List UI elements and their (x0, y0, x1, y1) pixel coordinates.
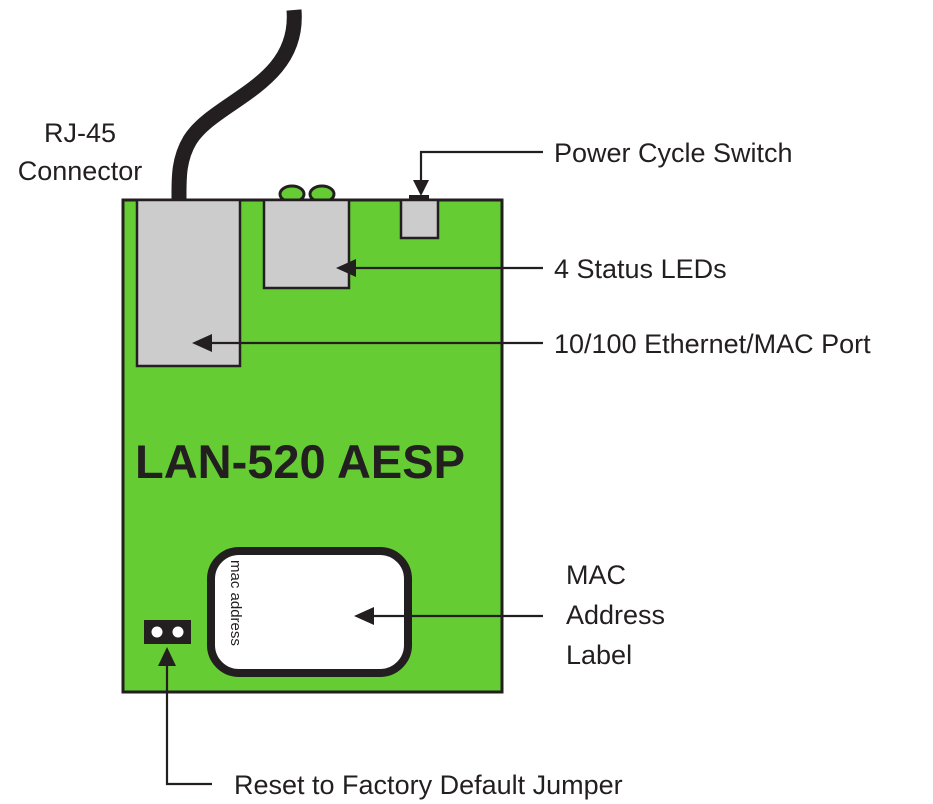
arrow-down-icon (413, 180, 429, 196)
ethernet-port-leader (192, 334, 543, 352)
reset-jumper-callout: Reset to Factory Default Jumper (234, 770, 623, 800)
status-led-housing (262, 198, 351, 290)
power-switch-leader (413, 150, 543, 196)
mac-label-leader (354, 607, 543, 625)
arrow-left-icon (354, 607, 374, 625)
reset-jumper (144, 620, 191, 644)
ethernet-port (135, 198, 242, 368)
board-title: LAN-520 AESP (135, 435, 465, 488)
arrow-left-icon (192, 334, 212, 352)
reset-jumper-leader (158, 647, 212, 786)
status-leds-leader (336, 259, 543, 277)
ethernet-port-callout: 10/100 Ethernet/MAC Port (554, 329, 871, 359)
mac-address-label-text: mac address (227, 560, 244, 646)
arrow-left-icon (336, 259, 356, 277)
power-switch (399, 198, 440, 240)
jumper-pin-icon (172, 626, 184, 638)
rj45-callout-line1: RJ-45 (44, 118, 116, 148)
status-led-icons (278, 184, 336, 204)
arrow-up-icon (158, 647, 176, 666)
mac-label-callout-line3: Label (566, 640, 632, 670)
rj45-callout-line2: Connector (18, 156, 143, 186)
jumper-pin-icon (151, 626, 163, 638)
power-switch-callout: Power Cycle Switch (554, 138, 793, 168)
mac-label-callout-line2: Address (566, 600, 665, 630)
rj45-cable (171, 9, 302, 201)
status-leds-callout: 4 Status LEDs (554, 254, 727, 284)
jumper-block (144, 620, 191, 644)
mac-address-label (207, 547, 412, 677)
mac-label-callout-line1: MAC (566, 560, 626, 590)
